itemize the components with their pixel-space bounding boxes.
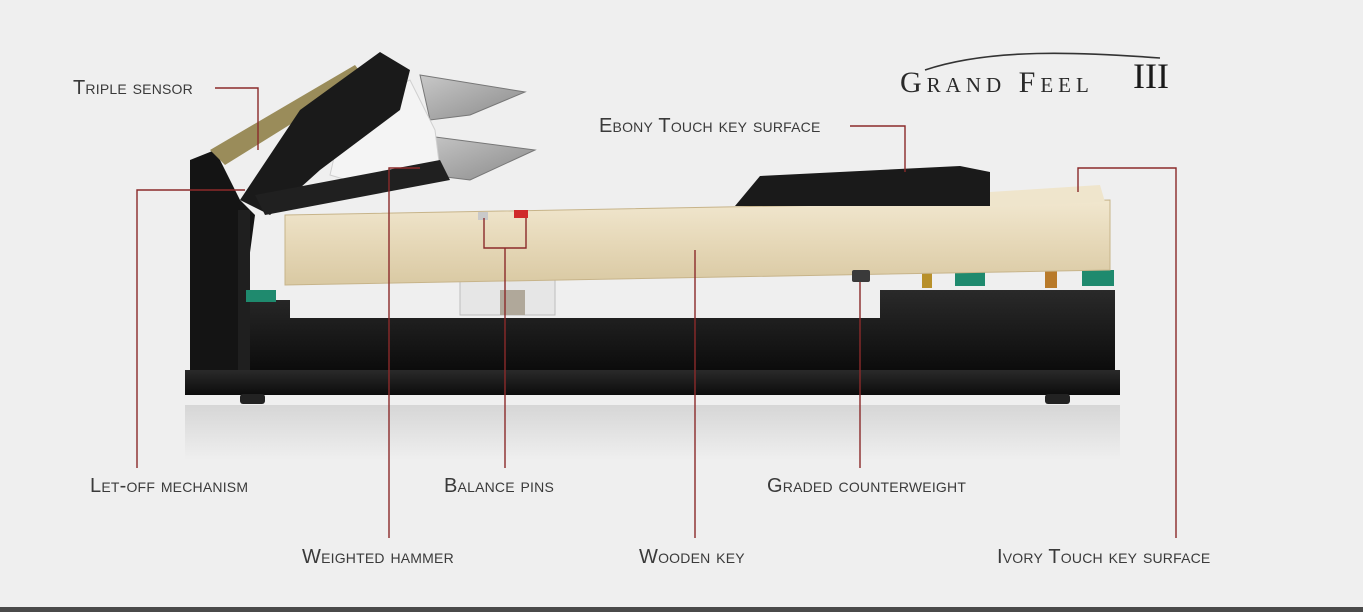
sensor-board [210,65,365,165]
balance-pin-head-1 [478,212,488,220]
base-foot-right [1045,394,1070,404]
balance-pin-head-2 [514,210,528,218]
chassis [245,290,1115,370]
leader-lines [136,87,1177,538]
brand-name: Grand Feel [900,66,1094,99]
label-let-off: Let-off mechanism [90,475,249,497]
label-weighted-hammer: Weighted hammer [302,546,454,568]
floor-reflection [185,405,1120,460]
ebony-key-top [735,166,990,206]
leader-ivory [1077,167,1177,538]
counterweight [852,270,870,282]
brass-pin-1 [922,270,932,288]
label-graded-counterweight: Graded counterweight [767,475,967,497]
housing-rail [238,210,250,370]
base-foot-left [240,394,265,404]
felt-mid [955,272,985,286]
brand-swoosh-icon [924,52,1161,71]
base-frame [185,370,1120,395]
ivory-key-top [990,185,1105,207]
hammer-weight-upper [419,74,527,121]
action-link [255,160,450,215]
label-triple-sensor: Triple sensor [73,77,193,99]
label-ivory-touch: Ivory Touch key surface [997,546,1211,568]
brand-version: III [1133,56,1169,96]
label-ebony-touch: Ebony Touch key surface [599,115,821,137]
felt-left [246,290,276,302]
label-wooden-key: Wooden key [639,546,745,568]
felt-right [1082,270,1114,286]
action-top [240,52,410,215]
leader-let-off [136,189,245,468]
leader-triple-sensor [215,87,259,150]
leader-weighted-hammer [388,167,420,538]
wooden-key-body [284,199,1111,286]
bottom-divider [0,607,1363,612]
leader-balance-bracket [483,218,527,249]
balance-support-slot [500,290,525,315]
label-balance-pins: Balance pins [444,475,554,497]
leader-ebony [850,125,906,172]
